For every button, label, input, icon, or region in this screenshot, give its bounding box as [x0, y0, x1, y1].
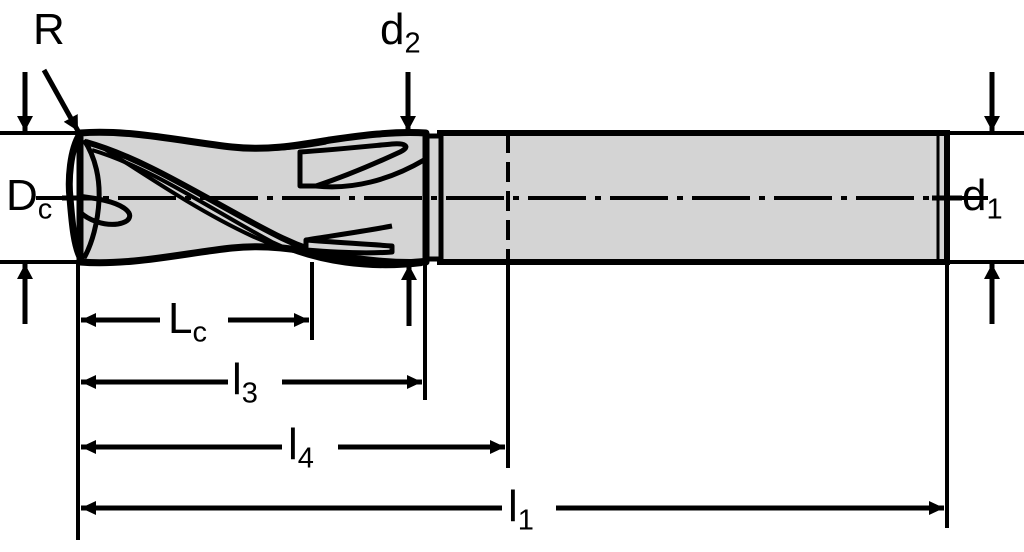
label-corner-radius: R [33, 5, 65, 54]
label-length-l4: l4 [288, 420, 314, 475]
flute-valley-edge [231, 139, 327, 152]
label-neck-diameter: d2 [380, 5, 421, 60]
nose-gash-detail [77, 193, 133, 227]
label-overall-length: l1 [508, 482, 534, 537]
dim-d1-group [932, 72, 1000, 324]
label-shank-diameter: d1 [962, 171, 1003, 226]
extension-lines-group [0, 131, 1024, 540]
flute-helix-3 [98, 144, 425, 264]
flute-gash-upper [315, 157, 426, 190]
dim-R-leader [41, 68, 81, 133]
label-cutting-diameter: Dc [6, 171, 53, 226]
flute-land-upper [297, 141, 409, 189]
flute-gash-lower [305, 223, 393, 243]
label-length-l3: l3 [232, 355, 258, 410]
flute-helix-2 [91, 148, 423, 269]
dim-Dc-group [17, 72, 92, 324]
label-cutting-length: Lc [168, 294, 207, 349]
tool-body-group [36, 128, 988, 269]
flute-land-lower [303, 237, 395, 256]
dim-d2-group [400, 72, 417, 326]
dim-R-group [41, 68, 81, 133]
